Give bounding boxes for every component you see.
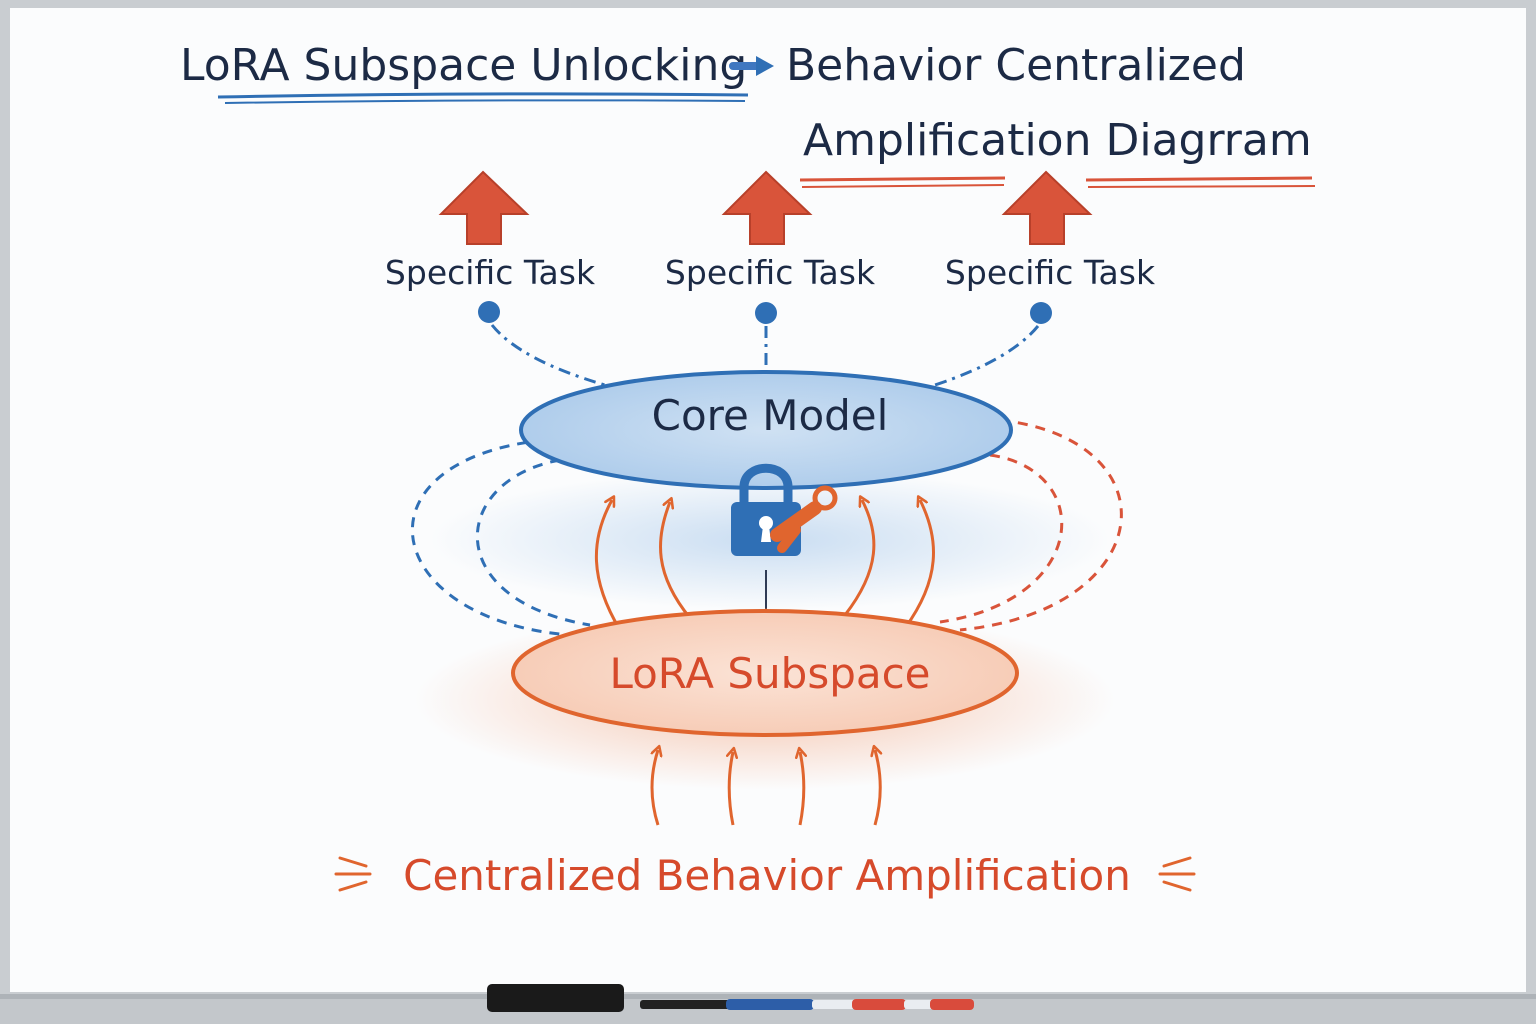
footer-label: Centralized Behavior Amplification [403,851,1131,900]
flow-arrow-right-2 [903,500,935,629]
lora-subspace-label: LoRA Subspace [609,649,930,698]
emphasis-ticks-left [334,856,372,892]
task-node-1 [478,301,500,323]
title-line1-right: Behavior Centralized [786,40,1246,91]
input-arrow-2 [729,752,733,826]
loop-right-outer [959,418,1123,632]
blue-marker[interactable] [726,999,814,1010]
loop-left-inner [476,458,591,627]
eraser[interactable] [487,984,624,1012]
title-underline-red [799,176,1006,182]
core-model-node [519,370,1013,490]
flow-arrow-left-1 [595,500,622,631]
flow-arrow-right-1 [843,500,876,616]
title-line1-left: LoRA Subspace Unlocking [180,40,747,91]
input-arrow-1 [652,750,658,826]
connector-task-1 [490,324,606,387]
connector-task-3 [934,325,1040,387]
input-arrow-3 [800,752,804,826]
core-model-label: Core Model [652,391,889,440]
input-arrow-4 [875,750,880,826]
loop-left-outer [410,438,571,637]
emphasis-ticks-right [1158,856,1196,892]
flow-arrow-left-2 [659,502,692,619]
task-label-2: Specific Task [665,253,876,292]
title-line2: Amplification Diagrram [803,115,1312,166]
task-arrow-icon-2 [721,170,813,245]
title-underline-blue [217,92,749,99]
task-label-1: Specific Task [385,253,596,292]
task-node-2 [755,302,777,324]
task-arrow-icon-3 [1001,170,1093,245]
lora-subspace-node [511,609,1019,737]
title-arrow-icon [729,56,774,76]
task-label-3: Specific Task [945,253,1156,292]
task-node-3 [1030,302,1052,324]
loop-right-inner [939,453,1064,624]
key-icon [770,485,838,553]
black-marker[interactable] [640,1000,732,1009]
red-marker[interactable] [852,999,906,1010]
task-arrow-icon-1 [438,170,530,245]
